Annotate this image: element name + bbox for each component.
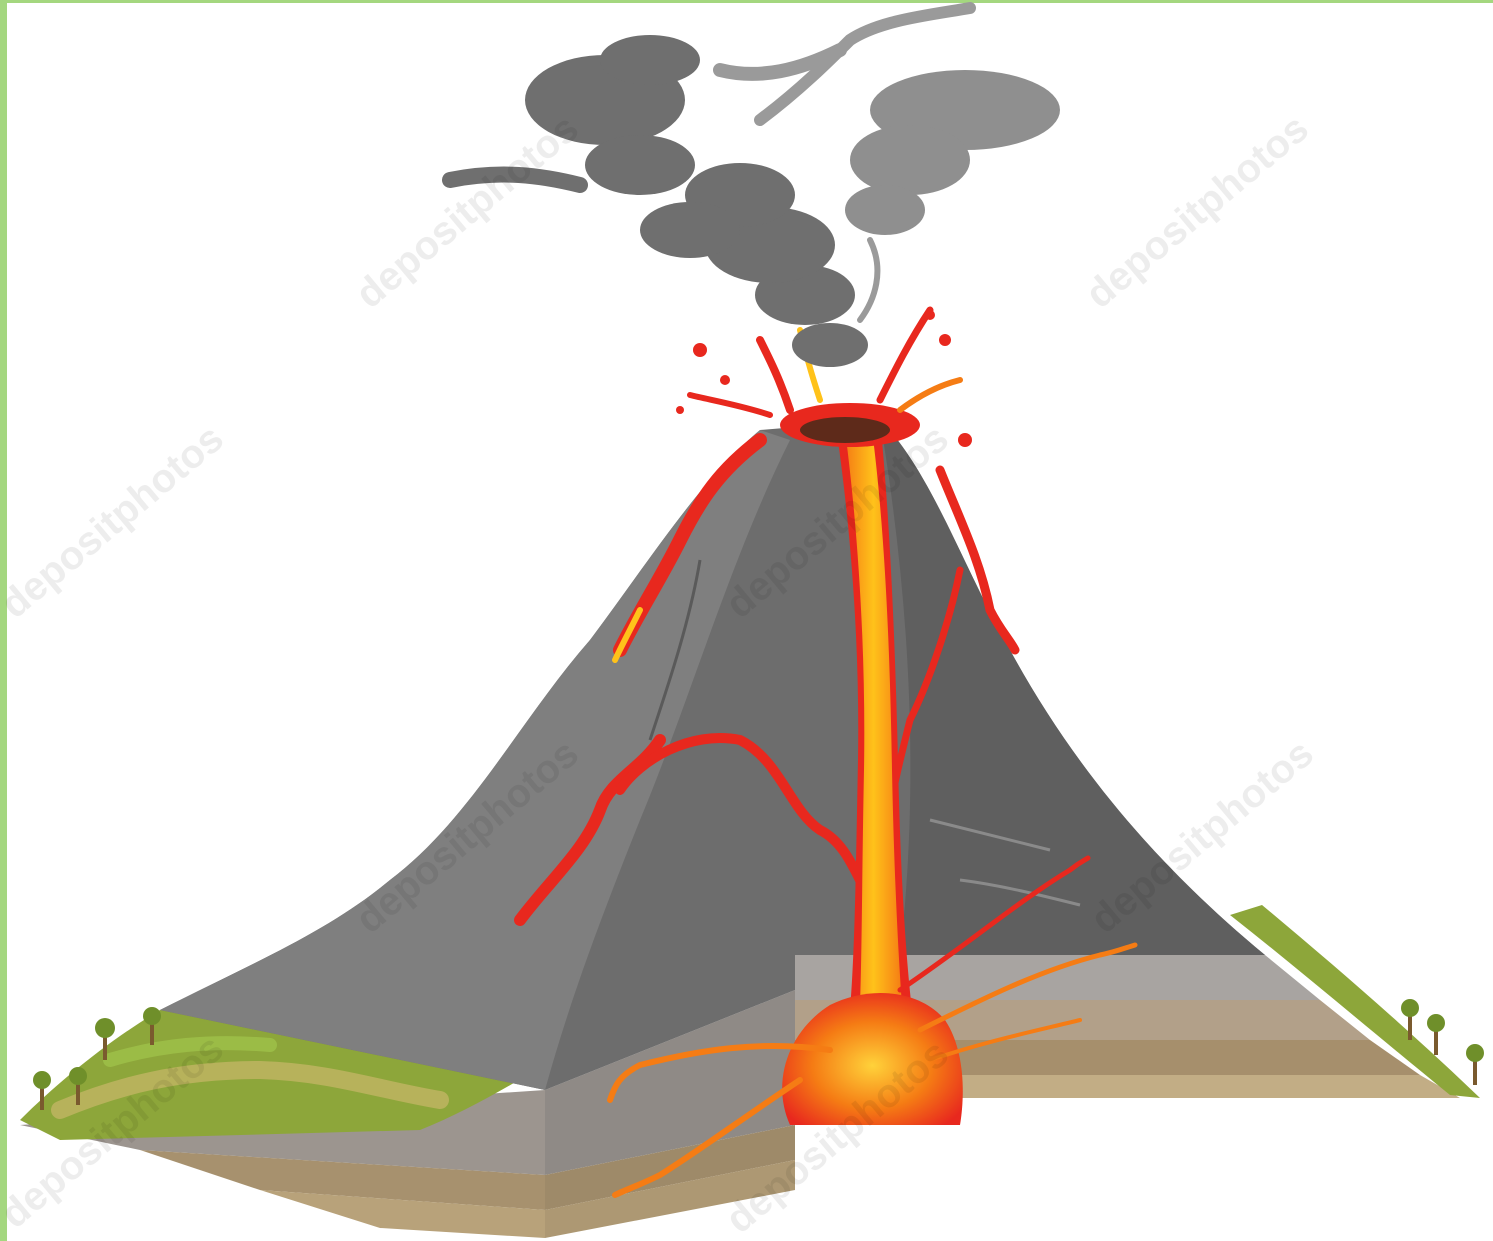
grass-right: [1230, 905, 1480, 1098]
tree-icon: [33, 1071, 51, 1110]
tree-icon: [69, 1067, 87, 1105]
crater-eruption: [676, 306, 972, 447]
trees-left: [33, 1007, 161, 1110]
magma-conduit: [835, 420, 912, 1010]
trees-right: [1401, 999, 1484, 1085]
tree-icon: [143, 1007, 161, 1045]
smoke-plume: [442, 2, 1060, 367]
lava-veins: [607, 855, 1138, 1198]
magma-chamber: [782, 993, 963, 1125]
volcano-cone: [160, 420, 1265, 1090]
tree-icon: [1427, 1014, 1445, 1055]
watermark-text: depositphotos: [348, 106, 587, 317]
watermark-text: depositphotos: [1078, 106, 1317, 317]
tree-icon: [1466, 1044, 1484, 1085]
watermark-text: depositphotos: [0, 416, 232, 627]
tree-icon: [95, 1018, 115, 1060]
tree-icon: [1401, 999, 1419, 1040]
